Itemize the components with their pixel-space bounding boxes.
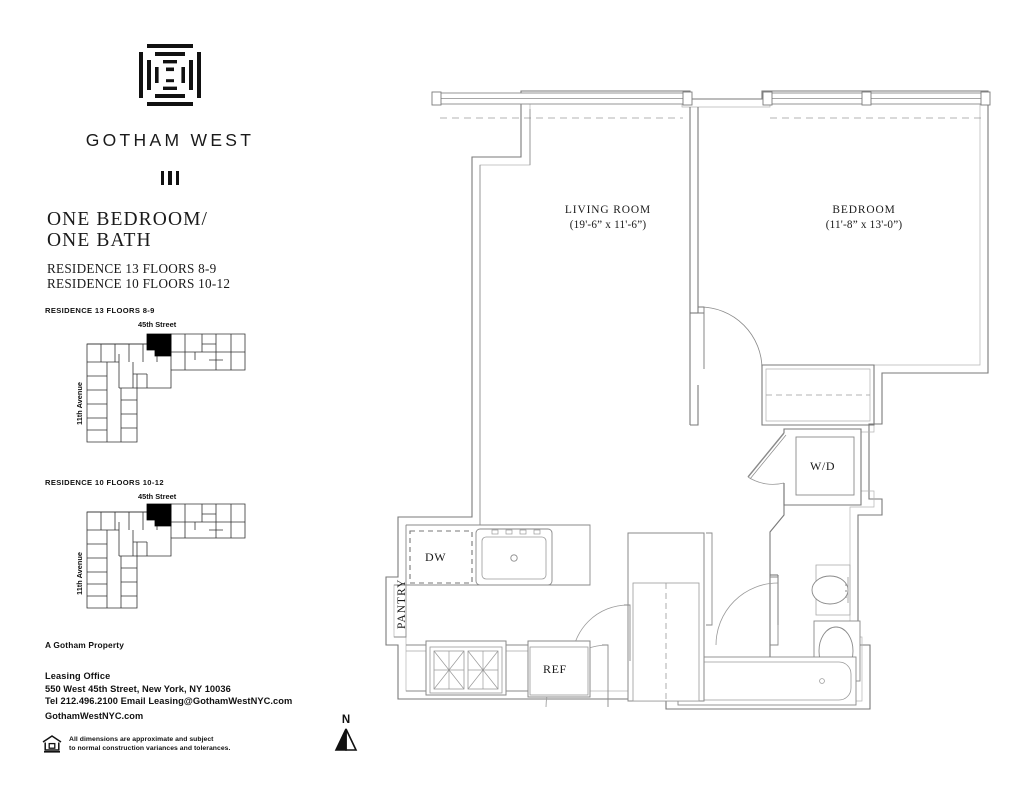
bedroom-label-name: BEDROOM [832,204,896,216]
keyplan-2-street-label: 45th Street [138,492,177,501]
info-column: GOTHAM WEST ONE BEDROOM/ ONE BATH RESIDE… [0,0,358,800]
keyplan-2-diagram [86,503,246,609]
bedroom-label: BEDROOM (11'-8” x 13'-0”) [710,203,1018,233]
disclaimer-line-1: All dimensions are approximate and subje… [69,736,214,743]
page-title: ONE BEDROOM/ ONE BATH [47,209,327,251]
property-credit: A Gotham Property [45,640,125,650]
plan-title-line1: ONE BEDROOM/ [47,209,209,230]
keyplan-1-avenue-label: 11th Avenue [75,382,84,425]
keyplan-2-avenue-label: 11th Avenue [75,552,84,595]
plan-title-line2: ONE BATH [47,230,152,251]
keyplan-1-diagram [86,333,246,443]
leasing-address: 550 West 45th Street, New York, NY 10036 [45,684,231,694]
north-arrow: N [329,714,363,762]
living-room-label-dim: (19'-6” x 11'-6”) [569,219,647,231]
keyplan-1-label: RESIDENCE 13 FLOORS 8-9 [45,306,155,315]
keyplan-1-street-label: 45th Street [138,320,177,329]
keyplan-1-highlighted-unit [146,333,172,357]
leasing-contact: Tel 212.496.2100 Email Leasing@GothamWes… [45,695,293,706]
pantry-label: PANTRY [396,578,408,630]
residence-list: RESIDENCE 13 FLOORS 8-9 RESIDENCE 10 FLO… [47,261,337,291]
refrigerator-label: REF [543,662,567,676]
three-bars-divider [0,169,340,187]
living-room-label-name: LIVING ROOM [564,204,652,216]
leasing-office-details: 550 West 45th Street, New York, NY 10036… [45,684,292,707]
north-letter: N [341,714,351,726]
website-link[interactable]: GothamWestNYC.com [45,711,144,721]
equal-housing-opportunity-icon [41,733,63,755]
washer-dryer-label: W/D [810,459,836,473]
residence-line-2: RESIDENCE 10 FLOORS 10-12 [47,275,231,291]
floor-plan-drawing: LIVING ROOM (19'-6” x 11'-6”) BEDROOM (1… [380,85,1010,715]
floor-plan-svg [385,90,991,710]
disclaimer-text: All dimensions are approximate and subje… [69,736,230,753]
living-room-label: LIVING ROOM (19'-6” x 11'-6”) [380,203,836,233]
brand-name: GOTHAM WEST [85,130,255,150]
dishwasher-label: DW [425,550,447,564]
gotham-west-square-logo [138,43,202,107]
residence-line-1: RESIDENCE 13 FLOORS 8-9 [47,261,217,276]
keyplan-2-label: RESIDENCE 10 FLOORS 10-12 [45,478,164,487]
disclaimer-line-2: to normal construction variances and tol… [69,744,231,752]
north-arrow-icon [334,728,358,751]
keyplan-2-highlighted-unit [146,503,172,527]
bedroom-label-dim: (11'-8” x 13'-0”) [825,219,903,231]
leasing-office-heading: Leasing Office [45,671,111,681]
